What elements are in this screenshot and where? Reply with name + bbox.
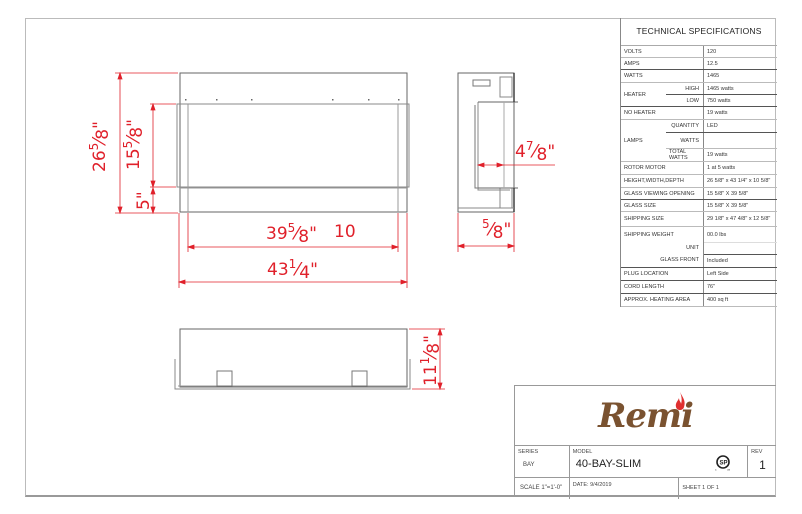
top-view-body xyxy=(179,328,408,388)
spec-group-shipping-weight: SHIPPING WEIGHT UNIT GLASS FRONT 00.0 lb… xyxy=(621,227,777,268)
dim-side-frame: 5⁄8" xyxy=(482,217,512,243)
scale-cell: SCALE 1"=1'-0" xyxy=(515,478,570,499)
dim-glass-height: 155⁄8" xyxy=(121,119,147,170)
model-value: 40-BAY-SLIM xyxy=(575,458,642,470)
dim-overall-width: 431⁄4" xyxy=(267,257,318,283)
rev-value: 1 xyxy=(759,458,766,472)
model-cell: MODEL 40-BAY-SLIM SP c us xyxy=(570,446,749,477)
top-view-bracket-left xyxy=(216,370,233,387)
front-view-body xyxy=(179,72,408,213)
dim-glass-width: 395⁄8" xyxy=(266,221,317,247)
title-block: Remi SERIES BAY MODEL 40-BAY-SLIM SP c u… xyxy=(514,385,776,499)
svg-text:SP: SP xyxy=(719,461,727,467)
dim-side-depth-inner: 47⁄8" xyxy=(515,139,556,165)
side-view-body xyxy=(457,72,515,213)
series-value: BAY xyxy=(523,462,535,468)
dim-top-depth: 111⁄8" xyxy=(418,335,444,386)
svg-text:c: c xyxy=(715,468,717,472)
front-view-glass-frame xyxy=(176,103,410,188)
dim-glass-width-note: 10 xyxy=(334,222,356,242)
spec-table-title: TECHNICAL SPECIFICATIONS xyxy=(621,18,777,46)
top-view-bracket-right xyxy=(351,370,368,387)
series-cell: SERIES BAY xyxy=(515,446,570,477)
dim-bottom-height: 5" xyxy=(134,191,154,210)
drawing-sheet-frame xyxy=(25,18,776,497)
flame-icon xyxy=(675,392,685,410)
rev-cell: REV 1 xyxy=(751,449,766,472)
brand-logo: Remi xyxy=(515,386,776,446)
date-cell: DATE: 9/4/2019 xyxy=(570,478,680,499)
sheet-cell: SHEET 1 OF 1 xyxy=(682,485,719,491)
svg-text:us: us xyxy=(727,468,731,472)
csa-certification-icon: SP c us xyxy=(715,455,731,472)
dim-overall-height: 265⁄8" xyxy=(87,121,113,172)
